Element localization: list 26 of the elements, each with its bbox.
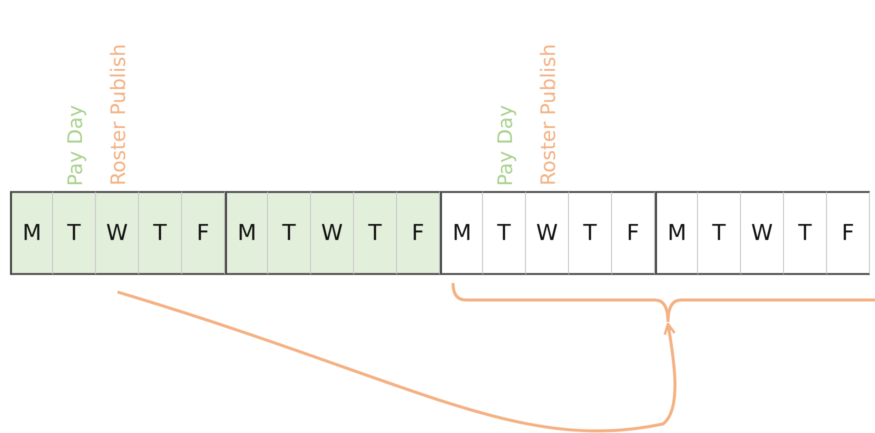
event-label: Roster Publish — [106, 44, 128, 186]
event-label: Pay Day — [494, 104, 516, 186]
arrow — [117, 290, 676, 432]
weekday-cell: T — [354, 191, 397, 275]
weekday-cell: T — [53, 191, 96, 275]
weekday-cell: M — [225, 191, 268, 275]
weekday-cell: F — [827, 191, 870, 275]
curly-bracket — [452, 282, 875, 324]
weekday-cell: M — [440, 191, 483, 275]
weekday-cell: M — [10, 191, 53, 275]
weekday-cell: T — [139, 191, 182, 275]
weekday-cell: M — [655, 191, 698, 275]
weekday-cell: W — [311, 191, 354, 275]
weekday-cell: F — [397, 191, 440, 275]
event-label: Pay Day — [64, 104, 86, 186]
weekday-cell: T — [483, 191, 526, 275]
weekday-cell: T — [268, 191, 311, 275]
weekday-cell: F — [182, 191, 225, 275]
event-label: Roster Publish — [536, 44, 558, 186]
weekday-cell: F — [612, 191, 655, 275]
weekday-cell: T — [569, 191, 612, 275]
weekday-cell: W — [741, 191, 784, 275]
weekday-cell: W — [526, 191, 569, 275]
weekday-cell: T — [698, 191, 741, 275]
weekday-cell: T — [784, 191, 827, 275]
weekday-cell: W — [96, 191, 139, 275]
